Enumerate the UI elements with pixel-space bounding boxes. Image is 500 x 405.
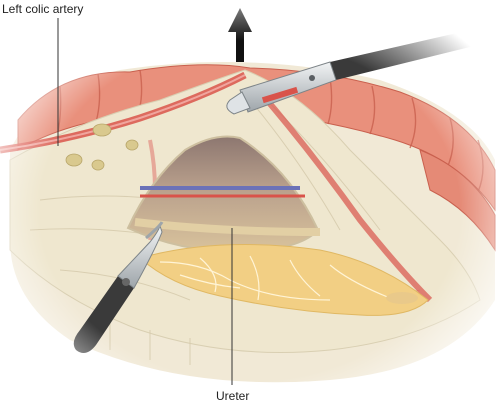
left-colic-artery-label: Left colic artery — [2, 2, 83, 16]
ureter-label: Ureter — [216, 389, 249, 403]
